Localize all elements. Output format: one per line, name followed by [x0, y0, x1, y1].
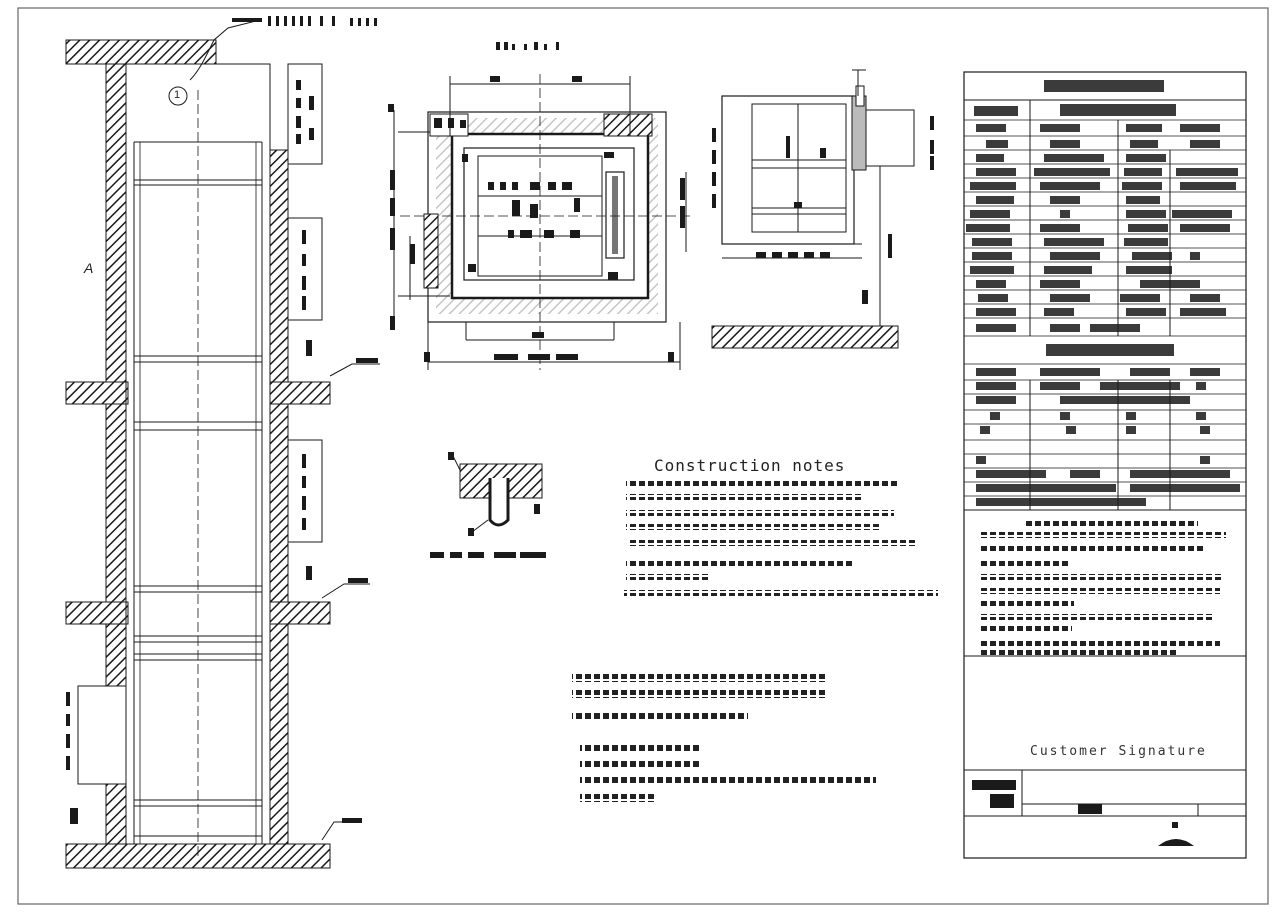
- general-notes-block: [572, 674, 876, 802]
- title-block: [963, 71, 1247, 859]
- floor-slab-1: [65, 381, 129, 405]
- floor-slab-1r: [269, 381, 331, 405]
- floor-slab-2r: [269, 601, 331, 625]
- plan-car: [463, 147, 635, 281]
- left-dimension-label: A: [84, 260, 94, 276]
- door-section-view: [711, 69, 934, 349]
- sheet-border: [17, 7, 1269, 905]
- shaft-plan-view: [388, 42, 690, 370]
- customer-signature-label: Customer Signature: [1030, 744, 1207, 759]
- anchor-detail: [430, 452, 546, 558]
- right-wall-hatch: [269, 149, 289, 851]
- callout-circle: [168, 86, 188, 106]
- shaft-outline: [125, 63, 271, 845]
- notes-title: Construction notes: [654, 456, 846, 475]
- shaft-elevation: [65, 16, 380, 869]
- notes-text-block: [624, 480, 938, 596]
- floor-slab-2: [65, 601, 129, 625]
- top-slab-hatch: [65, 39, 217, 65]
- callout-number: 1: [174, 89, 181, 101]
